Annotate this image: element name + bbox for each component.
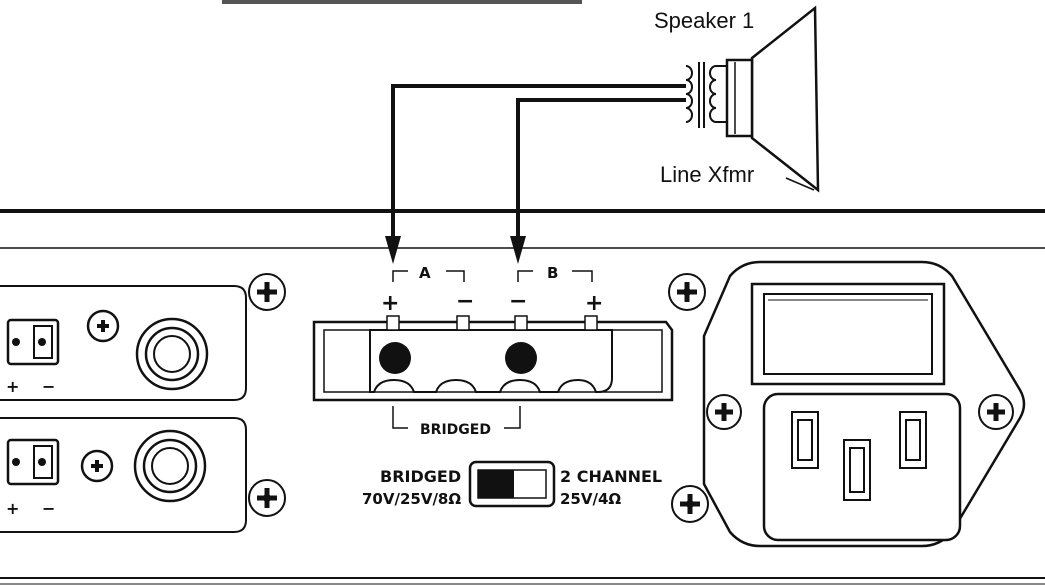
terminal-plug (369, 329, 613, 393)
switch-2channel-label: 2 CHANNEL (560, 467, 662, 486)
chassis-outline (0, 209, 1045, 213)
panel-screws (248, 273, 709, 523)
screw-icon (671, 485, 709, 523)
channel-b-bracket (517, 270, 593, 282)
channel-module-bottom: + − (0, 417, 247, 533)
switch-bridged-label: BRIDGED (380, 467, 461, 486)
screw-icon (248, 479, 286, 517)
speaker-1: Speaker 1 Line Xfmr (654, 5, 820, 193)
bridged-bracket (392, 406, 521, 429)
cropped-caption-fragment (222, 0, 582, 4)
terminal-screw-slots (386, 315, 598, 331)
left-connector-minus: − (42, 377, 55, 396)
flange-screw-icon (706, 394, 742, 430)
flange-screw-icon (978, 394, 1014, 430)
channel-b-label: B (547, 264, 558, 282)
left-connector-plus: + (6, 377, 19, 396)
mode-switch-area: BRIDGED 70V/25V/8Ω 2 CHANNEL 25V/4Ω (362, 467, 662, 508)
speaker-magnet (725, 58, 754, 138)
switch-bridged-spec: 70V/25V/8Ω (362, 490, 461, 508)
left-connector-plus-2: + (6, 499, 19, 518)
line-xfmr-label: Line Xfmr (660, 162, 754, 187)
power-inlet (702, 260, 1026, 548)
terminal-b-minus: − (509, 289, 527, 314)
speaker-wires (391, 84, 686, 246)
bridged-terminal-label: BRIDGED (420, 422, 491, 438)
iec-pins (791, 411, 927, 501)
bridge-mode-switch[interactable] (468, 460, 556, 508)
arrow-a (385, 236, 401, 264)
amplifier-chassis (0, 209, 1045, 585)
terminal-screw-a (379, 342, 411, 374)
arrow-b (510, 236, 526, 264)
speaker-cone (750, 5, 820, 193)
xfmr-pointer (785, 177, 815, 191)
left-connector-minus-2: − (42, 499, 55, 518)
screw-icon (248, 273, 286, 311)
channel-a-label: A (419, 264, 431, 282)
switch-2channel-spec: 25V/4Ω (560, 490, 621, 508)
terminal-a-plus: + (381, 291, 399, 316)
wire-a (391, 84, 686, 246)
terminal-a-minus: − (456, 289, 474, 314)
line-transformer (685, 62, 727, 128)
rocker-switch[interactable] (763, 293, 933, 375)
screw-icon (668, 273, 706, 311)
terminal-screw-b (505, 342, 537, 374)
output-terminal-block: A B + − − + BRIDGED (312, 264, 674, 438)
channel-module-top: + − (0, 285, 247, 401)
speaker-label: Speaker 1 (654, 8, 754, 33)
wire-b (516, 98, 686, 246)
channel-a-bracket (392, 270, 465, 282)
switch-toggle (478, 470, 514, 498)
terminal-b-plus: + (585, 291, 603, 316)
